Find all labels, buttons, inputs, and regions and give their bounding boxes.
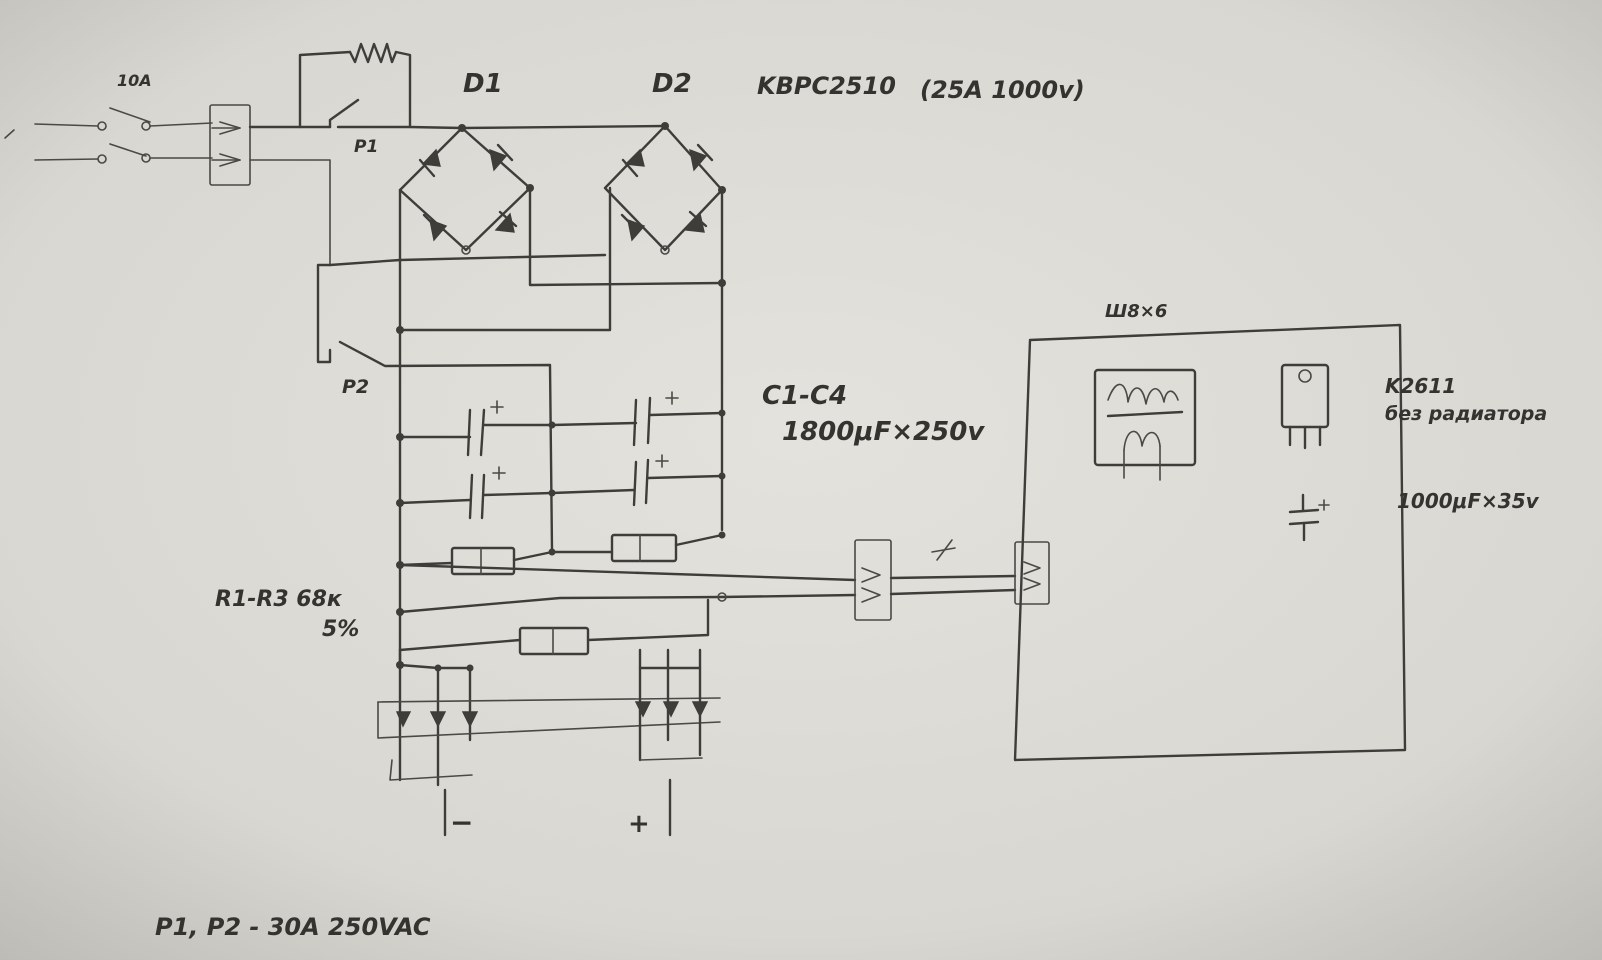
bridge-part-label: KBPC2510: [757, 72, 896, 100]
p2-label: P2: [342, 376, 369, 398]
bridge-wiring: [328, 124, 726, 532]
bridge-d1: [398, 124, 534, 255]
resistors-tol-label: 5%: [322, 617, 359, 642]
plus-terminal-label: +: [628, 809, 650, 839]
minus-terminal-label: −: [450, 806, 473, 839]
relay-p1: [248, 42, 464, 266]
small-cap-label: 1000μF×35v: [1397, 489, 1540, 513]
relay-p2: [316, 263, 554, 552]
caps-ref-label: C1-C4: [762, 381, 847, 411]
resistors-ref-label: R1-R3 68к: [215, 587, 343, 612]
fuse-label: 10A: [117, 71, 152, 90]
module-block: [1013, 323, 1407, 762]
mains-input: [4, 121, 107, 164]
d2-label: D2: [652, 69, 692, 99]
resistors: [396, 531, 726, 656]
transistor-note-label: без радиатора: [1385, 403, 1547, 425]
output-wiring: [396, 539, 1050, 621]
switch-10a: [109, 107, 213, 163]
d1-label: D1: [463, 69, 503, 99]
labels: 10A D1 D2 KBPC2510 (25A 1000v) P1 P2 C1-…: [117, 69, 1547, 941]
caps-value-label: 1800μF×250v: [782, 417, 985, 447]
bridge-rating-label: (25A 1000v): [920, 76, 1085, 104]
p1-label: P1: [354, 137, 378, 157]
transistor-label: K2611: [1385, 374, 1456, 398]
transformer-label: Ш8×6: [1105, 301, 1167, 322]
output-diodes: [377, 648, 721, 837]
input-connector: [209, 104, 251, 186]
relays-note-label: P1, P2 - 30A 250VAC: [155, 913, 431, 941]
